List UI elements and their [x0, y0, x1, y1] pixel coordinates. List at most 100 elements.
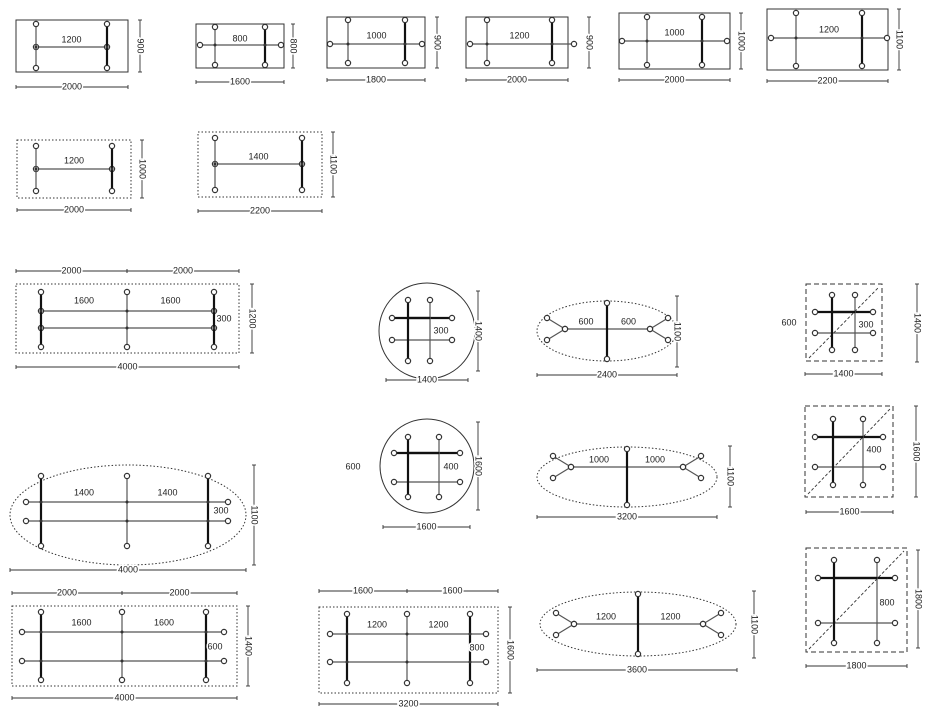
leg	[555, 612, 575, 625]
leg-foot	[32, 187, 40, 195]
leg-foot	[401, 16, 409, 24]
leg-foot	[403, 679, 411, 687]
leg-foot	[466, 40, 474, 48]
leg-foot	[891, 574, 899, 582]
leg	[682, 455, 702, 468]
span-label: 1200	[509, 30, 529, 40]
joint	[468, 660, 472, 664]
width-label: 1400	[417, 374, 437, 384]
leg-foot	[618, 37, 626, 45]
joint	[39, 326, 43, 330]
width-label: 3600	[627, 664, 647, 674]
rail-gap-label: 400	[443, 461, 458, 471]
depth-label: 1000	[138, 159, 148, 179]
leg-foot	[858, 62, 866, 70]
width-label: 2000	[64, 204, 84, 214]
span-label: 1400	[157, 487, 177, 497]
leg-foot	[196, 41, 204, 49]
span-label: 800	[232, 33, 247, 43]
joint	[645, 39, 649, 43]
leg-foot	[456, 449, 464, 457]
leg-foot	[224, 498, 232, 506]
joint	[345, 660, 349, 664]
leg-foot	[118, 676, 126, 684]
leg-foot	[118, 608, 126, 616]
rail-gap-label: 400	[866, 444, 881, 454]
rail-gap-label: 300	[213, 505, 228, 515]
depth-label: 1400	[474, 321, 484, 341]
leg-foot	[326, 40, 334, 48]
leg-foot	[18, 628, 26, 636]
leg-foot	[343, 679, 351, 687]
span-label: 1600	[74, 295, 94, 305]
leg-foot	[859, 481, 867, 489]
tabletop-outline	[326, 16, 426, 69]
joint	[204, 659, 208, 663]
leg-foot	[298, 186, 306, 194]
leg-foot	[37, 608, 45, 616]
span-label: 1600	[71, 617, 91, 627]
leg-foot	[103, 64, 111, 72]
tabletop-outline	[195, 23, 285, 69]
leg-foot	[404, 493, 412, 501]
leg-foot	[388, 314, 396, 322]
leg-foot	[697, 452, 705, 460]
tabletop-outline	[804, 405, 894, 498]
leg-foot	[343, 610, 351, 618]
joint	[263, 43, 267, 47]
width-label: 2400	[597, 369, 617, 379]
leg-foot	[643, 13, 651, 21]
joint	[213, 162, 217, 166]
leg-foot	[634, 650, 642, 658]
offset-label: 600	[345, 461, 360, 471]
rail-gap-label: 600	[207, 641, 222, 651]
width-label: 1600	[416, 521, 436, 531]
joint	[125, 500, 129, 504]
width-label: 1800	[366, 74, 386, 84]
leg-foot	[435, 493, 443, 501]
depth-label: 900	[136, 38, 146, 53]
width-label: 2200	[250, 205, 270, 215]
leg-foot	[829, 415, 837, 423]
joint	[794, 36, 798, 40]
leg-foot	[811, 329, 819, 337]
leg-foot	[664, 336, 672, 344]
joint	[550, 42, 554, 46]
leg-foot	[211, 186, 219, 194]
leg	[552, 455, 572, 468]
leg-foot	[723, 37, 731, 45]
leg-foot	[326, 630, 334, 638]
leg-foot	[623, 501, 631, 509]
depth-label: 1100	[750, 615, 760, 634]
leg-foot	[37, 288, 45, 296]
leg-foot	[388, 336, 396, 344]
leg	[649, 328, 669, 341]
leg-foot	[811, 463, 819, 471]
depth-label: 1800	[914, 589, 924, 609]
joint	[346, 42, 350, 46]
leg-foot	[401, 59, 409, 67]
leg-foot	[879, 463, 887, 471]
leg-foot	[456, 478, 464, 486]
leg-foot	[543, 314, 551, 322]
leg-foot	[482, 658, 490, 666]
leg-foot	[32, 64, 40, 72]
width-label: 2000	[62, 81, 82, 91]
joint	[485, 42, 489, 46]
joint	[39, 519, 43, 523]
depth-label: 1000	[737, 31, 747, 51]
rail-gap-label: 300	[433, 325, 448, 335]
leg-foot	[698, 13, 706, 21]
leg-foot	[108, 142, 116, 150]
leg-foot	[261, 61, 269, 69]
span-label: 1400	[74, 487, 94, 497]
leg-foot	[548, 16, 556, 24]
width-label: 1600	[230, 76, 250, 86]
leg-foot	[828, 346, 836, 354]
leg-foot	[204, 542, 212, 550]
